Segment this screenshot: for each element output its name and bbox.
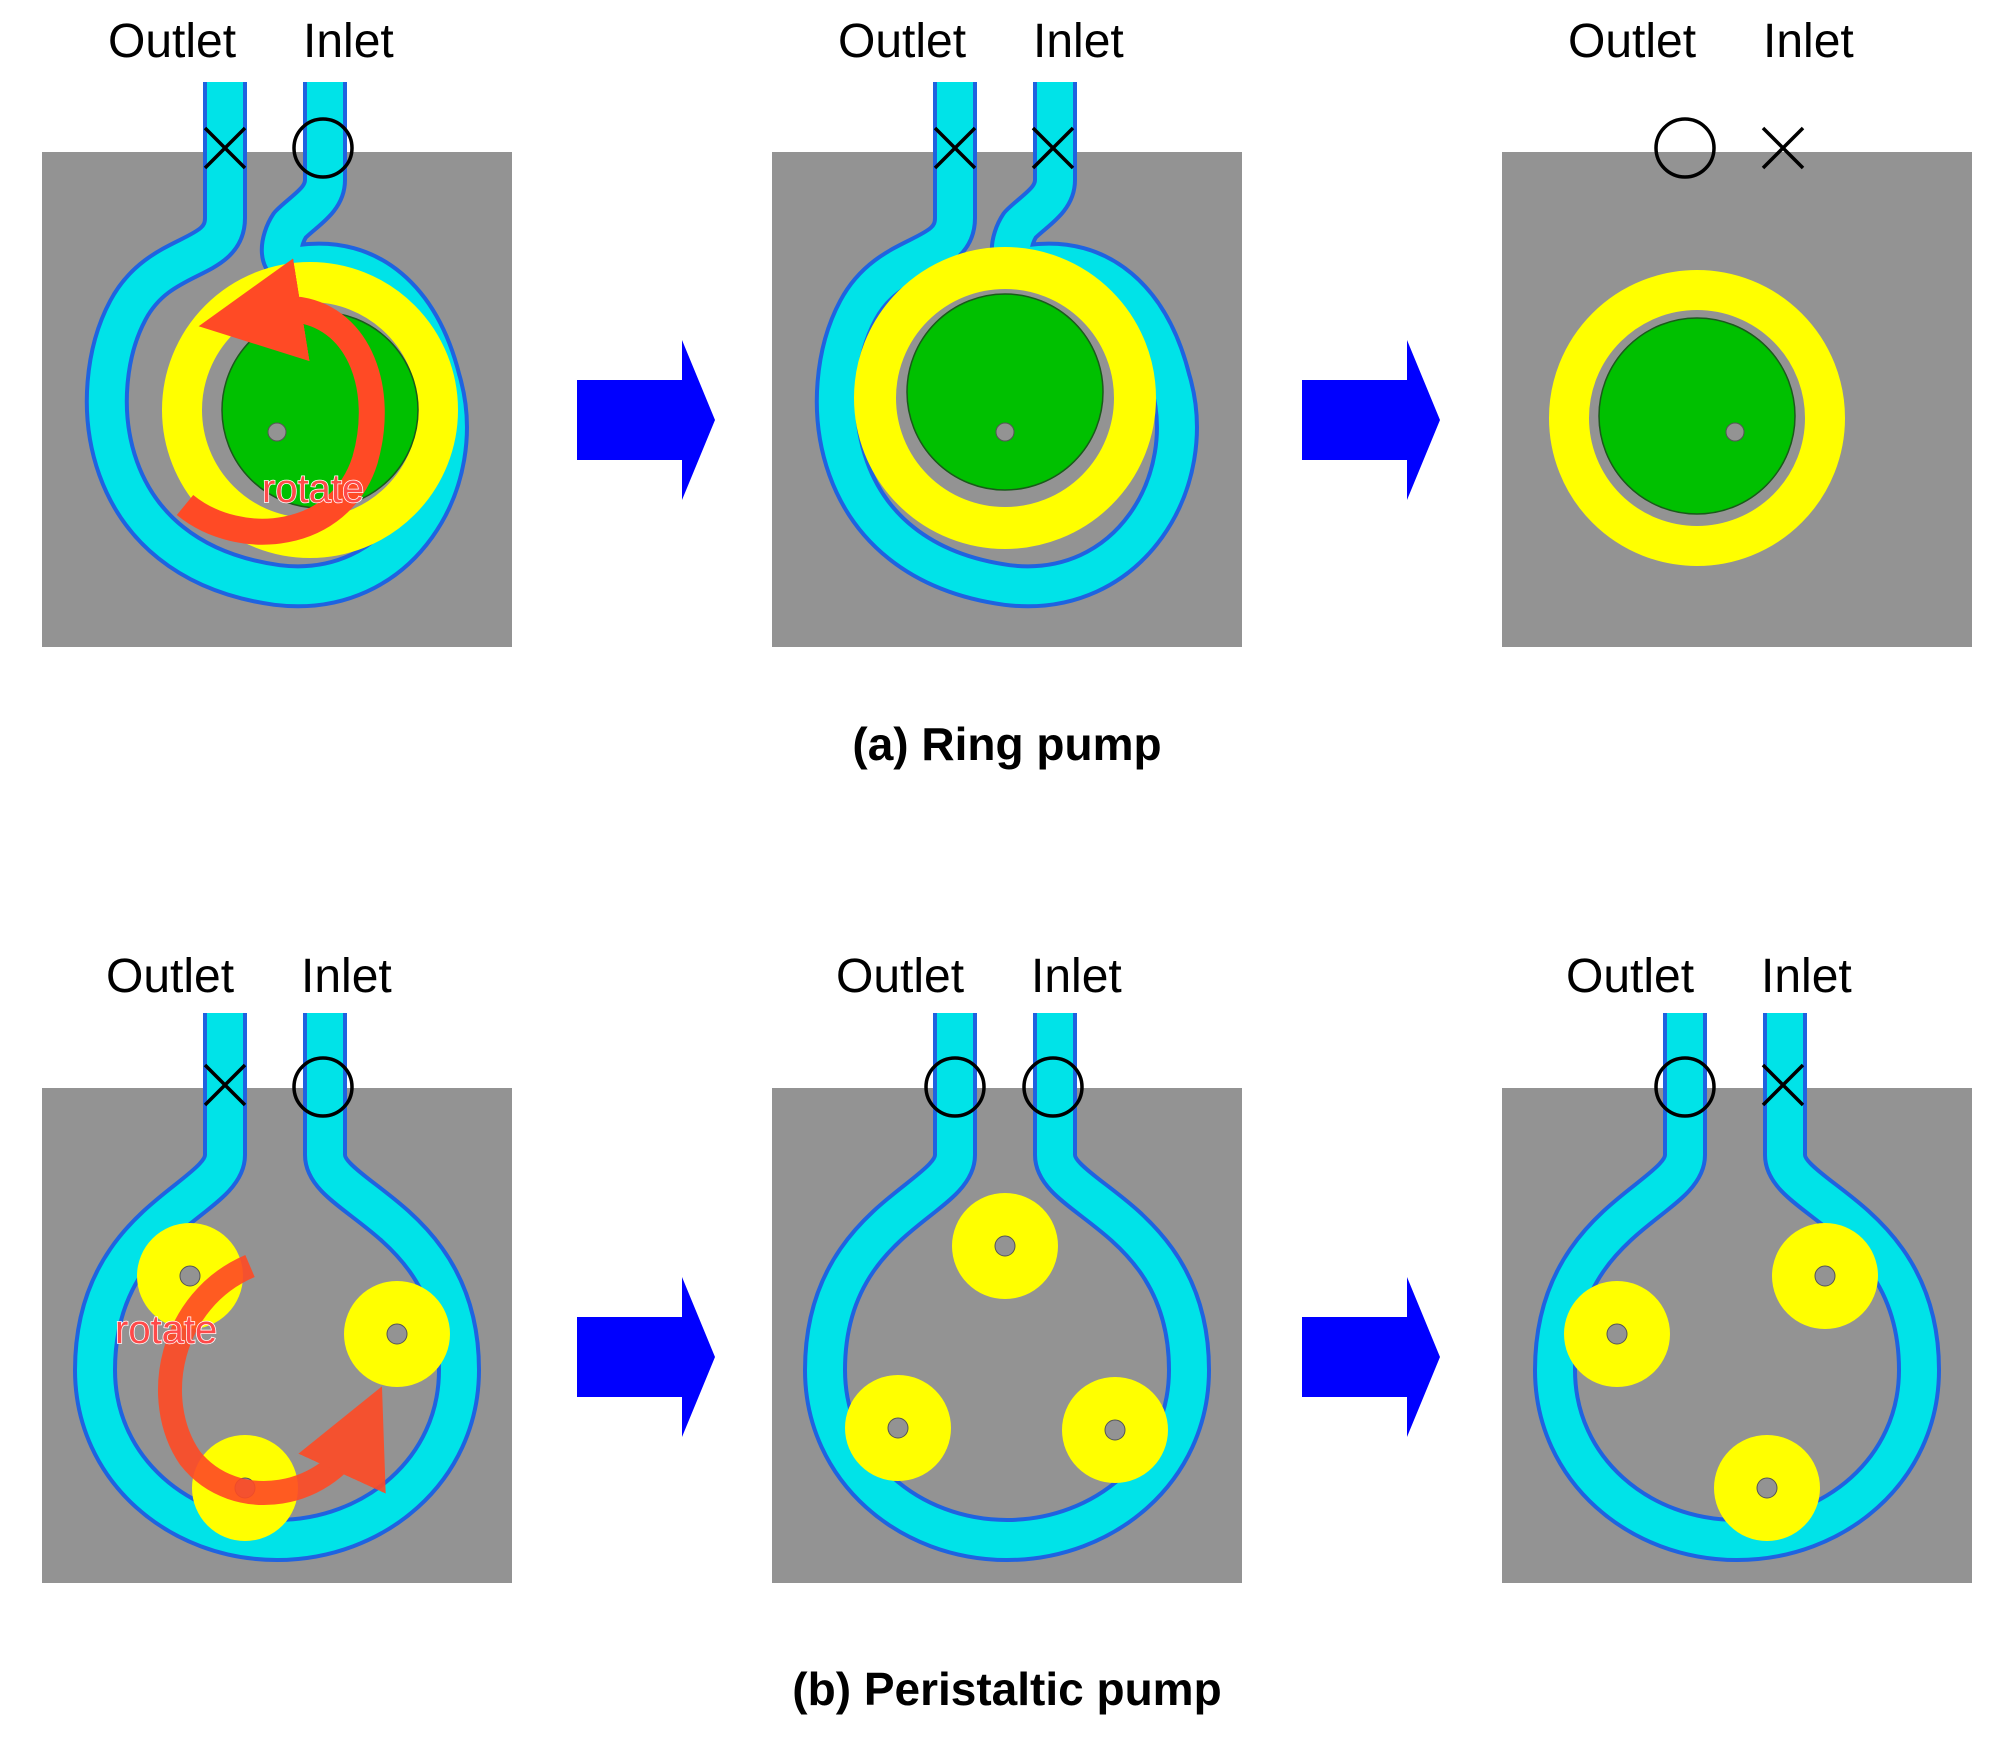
outlet-label: Outlet [836,950,964,1003]
outlet-open-mark [924,1056,986,1118]
rotate-arrow [176,258,385,545]
chip-block [772,1088,1242,1583]
rotate-label: rotate [115,1308,217,1352]
ring-roller [1549,270,1845,566]
outlet-label: Outlet [838,15,966,68]
outlet-label: Outlet [108,15,236,68]
peristaltic-panel-1: rotate Outlet Inlet [42,950,512,1583]
inlet-closed-mark [1031,126,1075,170]
roller [1062,1377,1168,1483]
caption-ring-pump: (a) Ring pump [852,718,1161,770]
ring-roller [854,247,1156,549]
roller [1564,1281,1670,1387]
ring-panel-2: Outlet Inlet [772,15,1242,647]
outlet-closed-mark [933,126,977,170]
inlet-closed-mark [1761,1063,1805,1107]
outlet-open-mark [1654,1056,1716,1118]
rotor [1598,317,1796,515]
rotate-label: rotate [262,467,364,511]
outlet-label: Outlet [106,950,234,1003]
inlet-label: Inlet [301,950,392,1003]
shaft-hole [1725,422,1745,442]
caption-peristaltic-pump: (b) Peristaltic pump [792,1663,1221,1715]
outlet-label: Outlet [1568,15,1696,68]
ring-panel-3: Outlet Inlet [1502,15,1972,647]
peristaltic-panel-2: Outlet Inlet [772,950,1242,1583]
inlet-label: Inlet [1761,950,1852,1003]
outlet-closed-mark [203,126,247,170]
outlet-label: Outlet [1566,950,1694,1003]
inlet-label: Inlet [303,15,394,68]
step-arrow [577,340,715,500]
roller [845,1375,951,1481]
step-arrow [1302,1277,1440,1437]
roller [344,1281,450,1387]
roller [1772,1223,1878,1329]
inlet-open-mark [1022,1056,1084,1118]
step-arrow [1302,340,1440,500]
outlet-closed-mark [203,1063,247,1107]
shaft-hole [995,422,1015,442]
inlet-label: Inlet [1033,15,1124,68]
roller [1714,1435,1820,1541]
inlet-open-mark [292,117,354,179]
ring-panel-1: rotate Outlet Inlet [42,15,512,647]
inlet-label: Inlet [1763,15,1854,68]
rotate-arrow [158,1254,386,1505]
outlet-open-mark [1654,117,1716,179]
rotor [906,293,1104,491]
inlet-open-mark [292,1056,354,1118]
inlet-closed-mark [1761,126,1805,170]
ring-roller [162,262,458,558]
inlet-label: Inlet [1031,950,1122,1003]
step-arrow [577,1277,715,1437]
shaft-hole [267,422,287,442]
roller [952,1193,1058,1299]
peristaltic-panel-3: Outlet Inlet [1502,950,1972,1583]
